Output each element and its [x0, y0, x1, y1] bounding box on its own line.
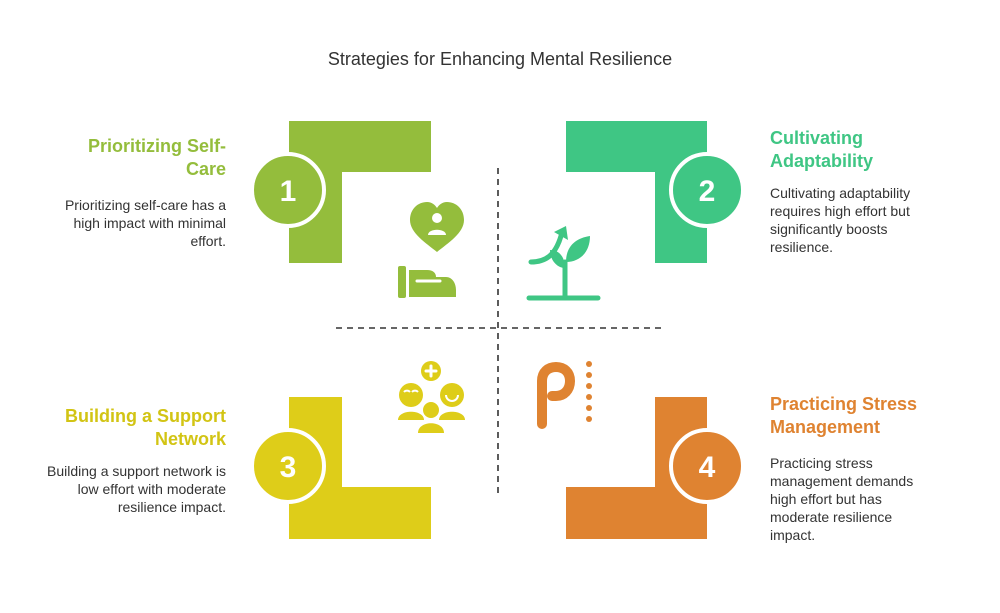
quadrant-2-number: 2 — [699, 175, 716, 208]
plant-growth-arrow-icon — [526, 226, 601, 301]
quadrant-1-number: 1 — [280, 175, 297, 208]
quadrant-2-heading: Cultivating Adaptability — [770, 128, 874, 171]
quadrant-4-description: Practicing stress management demands hig… — [770, 455, 914, 543]
quadrant-1-heading: Prioritizing Self-Care — [87, 136, 226, 179]
quadrant-1-description: Prioritizing self-care has a high impact… — [64, 197, 226, 249]
quadrant-2-shape — [566, 121, 707, 263]
quadrant-4-badge — [669, 428, 745, 504]
support-group-icon — [398, 361, 465, 433]
quadrant-4-number: 4 — [699, 451, 716, 484]
quadrant-3-heading: Building a Support Network — [65, 406, 226, 449]
quadrant-1-shape — [289, 121, 431, 263]
quadrant-4-shape — [566, 397, 707, 539]
quadrant-3-description: Building a support network is low effort… — [47, 463, 226, 515]
quadrant-3-badge — [250, 428, 326, 504]
quadrant-3-number: 3 — [280, 451, 297, 484]
quadrant-3-shape — [289, 397, 431, 539]
quadrant-2-badge — [669, 152, 745, 228]
pressure-gauge-icon — [537, 361, 592, 429]
quadrant-4-heading: Practicing Stress Management — [770, 394, 918, 437]
page-title: Strategies for Enhancing Mental Resilien… — [327, 49, 673, 69]
heart-hand-icon — [398, 202, 464, 298]
quadrant-1-badge — [250, 152, 326, 228]
quadrant-2-description: Cultivating adaptability requires high e… — [770, 185, 911, 255]
